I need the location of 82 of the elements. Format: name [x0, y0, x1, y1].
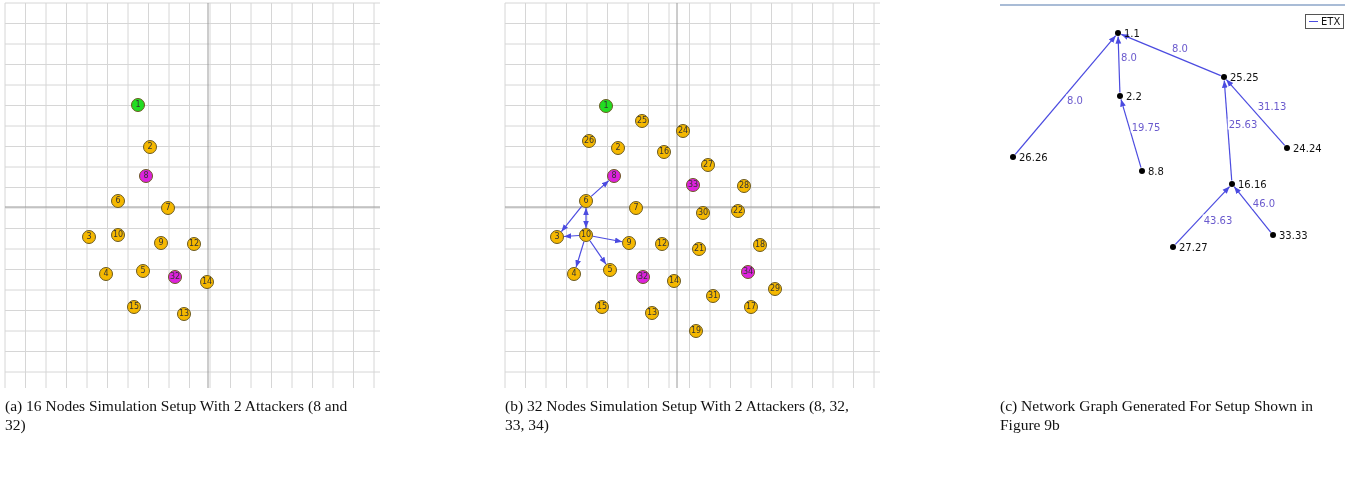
- node-circle: 4: [99, 267, 113, 281]
- edge-label: 19.75: [1130, 121, 1162, 133]
- arrow: [589, 240, 607, 265]
- edge-label: 43.63: [1202, 214, 1234, 226]
- figure-caption: (b) 32 Nodes Simulation Setup With 2 Attackers (8, 32, 33, 34): [505, 396, 850, 434]
- arrow: [1014, 35, 1117, 155]
- node-circle: 28: [737, 179, 751, 193]
- arrow: [1225, 79, 1286, 146]
- node-circle: 22: [731, 204, 745, 218]
- edge-label: 8.0: [1171, 42, 1189, 54]
- figure-caption: (a) 16 Nodes Simulation Setup With 2 Attackers (8 and 32): [5, 396, 349, 434]
- edge-label: 8.0: [1120, 51, 1138, 63]
- node-circle: 17: [744, 300, 758, 314]
- node-circle: 5: [136, 264, 150, 278]
- graph-node: 26.26: [1010, 151, 1048, 163]
- node-circle: 31: [706, 289, 720, 303]
- arrow: [583, 207, 589, 229]
- edge-label: 31.13: [1256, 100, 1288, 112]
- node-circle: 33: [686, 178, 700, 192]
- graph-node: 24.24: [1284, 142, 1322, 154]
- arrow: [1174, 185, 1231, 246]
- arrow: [1120, 98, 1142, 169]
- node-circle: 8: [139, 169, 153, 183]
- edge-label: 8.0: [1066, 94, 1084, 106]
- node-circle: 13: [177, 307, 191, 321]
- node-circle: 15: [127, 300, 141, 314]
- graph-node: 16.16: [1229, 178, 1267, 190]
- node-circle: 3: [82, 230, 96, 244]
- node-circle: 18: [753, 238, 767, 252]
- figure-caption: (c) Network Graph Generated For Setup Shown in Figure 9b: [1000, 396, 1314, 434]
- node-circle: 2: [611, 141, 625, 155]
- node-circle: 32: [168, 270, 182, 284]
- node-circle: 14: [667, 274, 681, 288]
- node-circle: 1: [131, 98, 145, 112]
- node-circle: 7: [629, 201, 643, 215]
- node-circle: 32: [636, 270, 650, 284]
- node-circle: 30: [696, 206, 710, 220]
- node-circle: 2: [143, 140, 157, 154]
- arrow: [1221, 79, 1233, 182]
- arrow: [563, 233, 580, 239]
- node-circle: 10: [111, 228, 125, 242]
- node-circle: 8: [607, 169, 621, 183]
- node-circle: 4: [567, 267, 581, 281]
- arrow: [1115, 35, 1122, 94]
- node-circle: 34: [741, 265, 755, 279]
- node-circle: 6: [111, 194, 125, 208]
- node-circle: 26: [582, 134, 596, 148]
- arrow: [1120, 33, 1222, 77]
- node-circle: 14: [200, 275, 214, 289]
- arrow: [590, 180, 610, 197]
- legend-text: ETX: [1321, 16, 1341, 27]
- graph-node: 8.8: [1139, 165, 1164, 177]
- node-circle: 21: [692, 242, 706, 256]
- node-circle: 24: [676, 124, 690, 138]
- node-circle: 19: [689, 324, 703, 338]
- graph-node: 27.27: [1170, 241, 1208, 253]
- node-circle: 25: [635, 114, 649, 128]
- graph-node: 2.2: [1117, 90, 1142, 102]
- arrow: [592, 235, 623, 244]
- graph-node: 1.1: [1115, 27, 1140, 39]
- node-circle: 13: [645, 306, 659, 320]
- node-circle: 10: [579, 228, 593, 242]
- arrow: [575, 241, 585, 268]
- node-circle: 9: [622, 236, 636, 250]
- graph-node: 33.33: [1270, 229, 1308, 241]
- node-circle: 3: [550, 230, 564, 244]
- node-circle: 27: [701, 158, 715, 172]
- node-circle: 15: [595, 300, 609, 314]
- arrow: [560, 205, 583, 233]
- node-circle: 6: [579, 194, 593, 208]
- node-circle: 12: [187, 237, 201, 251]
- graph-node: 25.25: [1221, 71, 1259, 83]
- node-circle: 5: [603, 263, 617, 277]
- node-circle: 7: [161, 201, 175, 215]
- edge-label: 46.0: [1251, 197, 1277, 209]
- node-circle: 1: [599, 99, 613, 113]
- arrow: [1233, 186, 1272, 233]
- node-circle: 12: [655, 237, 669, 251]
- edge-label: 25.63: [1227, 118, 1259, 130]
- node-circle: 9: [154, 236, 168, 250]
- node-circle: 16: [657, 145, 671, 159]
- node-circle: 29: [768, 282, 782, 296]
